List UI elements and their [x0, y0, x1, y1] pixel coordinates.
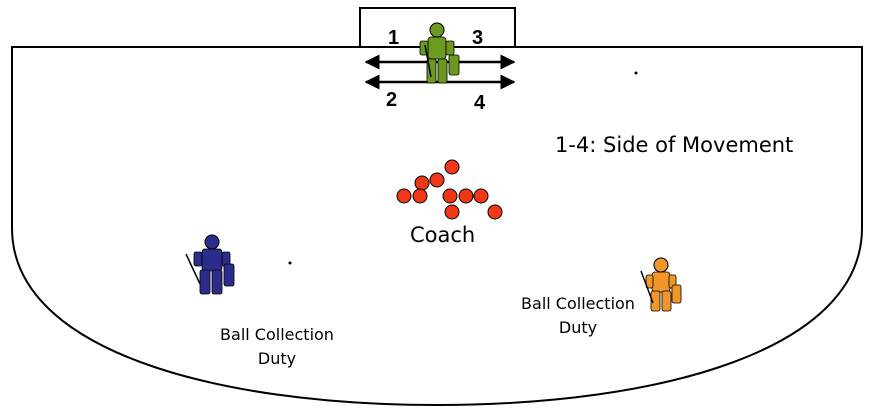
ball-icon: [414, 175, 430, 191]
ball-icon: [473, 188, 489, 204]
side-number-1: 1: [388, 27, 399, 49]
ball-group: [396, 159, 503, 220]
goalkeeper-right-icon: [640, 257, 682, 312]
ball-icon: [442, 188, 458, 204]
goal-frame: [359, 7, 516, 47]
marker-dot: [288, 261, 292, 265]
ball-icon: [444, 204, 460, 220]
left-duty-label-line1: Ball Collection: [220, 325, 334, 344]
ball-icon: [429, 172, 445, 188]
ball-icon: [396, 188, 412, 204]
side-number-2: 2: [386, 89, 397, 111]
ball-icon: [412, 188, 428, 204]
ball-icon: [444, 159, 460, 175]
coach-label: Coach: [410, 223, 475, 247]
right-duty-label-line2: Duty: [559, 318, 597, 337]
side-number-3: 3: [472, 27, 483, 49]
right-duty-label-line1: Ball Collection: [521, 294, 635, 313]
marker-dot: [634, 71, 638, 75]
ball-icon: [487, 204, 503, 220]
side-number-4: 4: [474, 92, 486, 114]
shooting-circle: [11, 46, 863, 407]
goalkeeper-left-icon: [185, 234, 235, 295]
ball-icon: [458, 188, 474, 204]
left-duty-label-line2: Duty: [258, 349, 296, 368]
legend-text: 1-4: Side of Movement: [555, 133, 793, 157]
goalkeeper-center-icon: [419, 22, 460, 84]
